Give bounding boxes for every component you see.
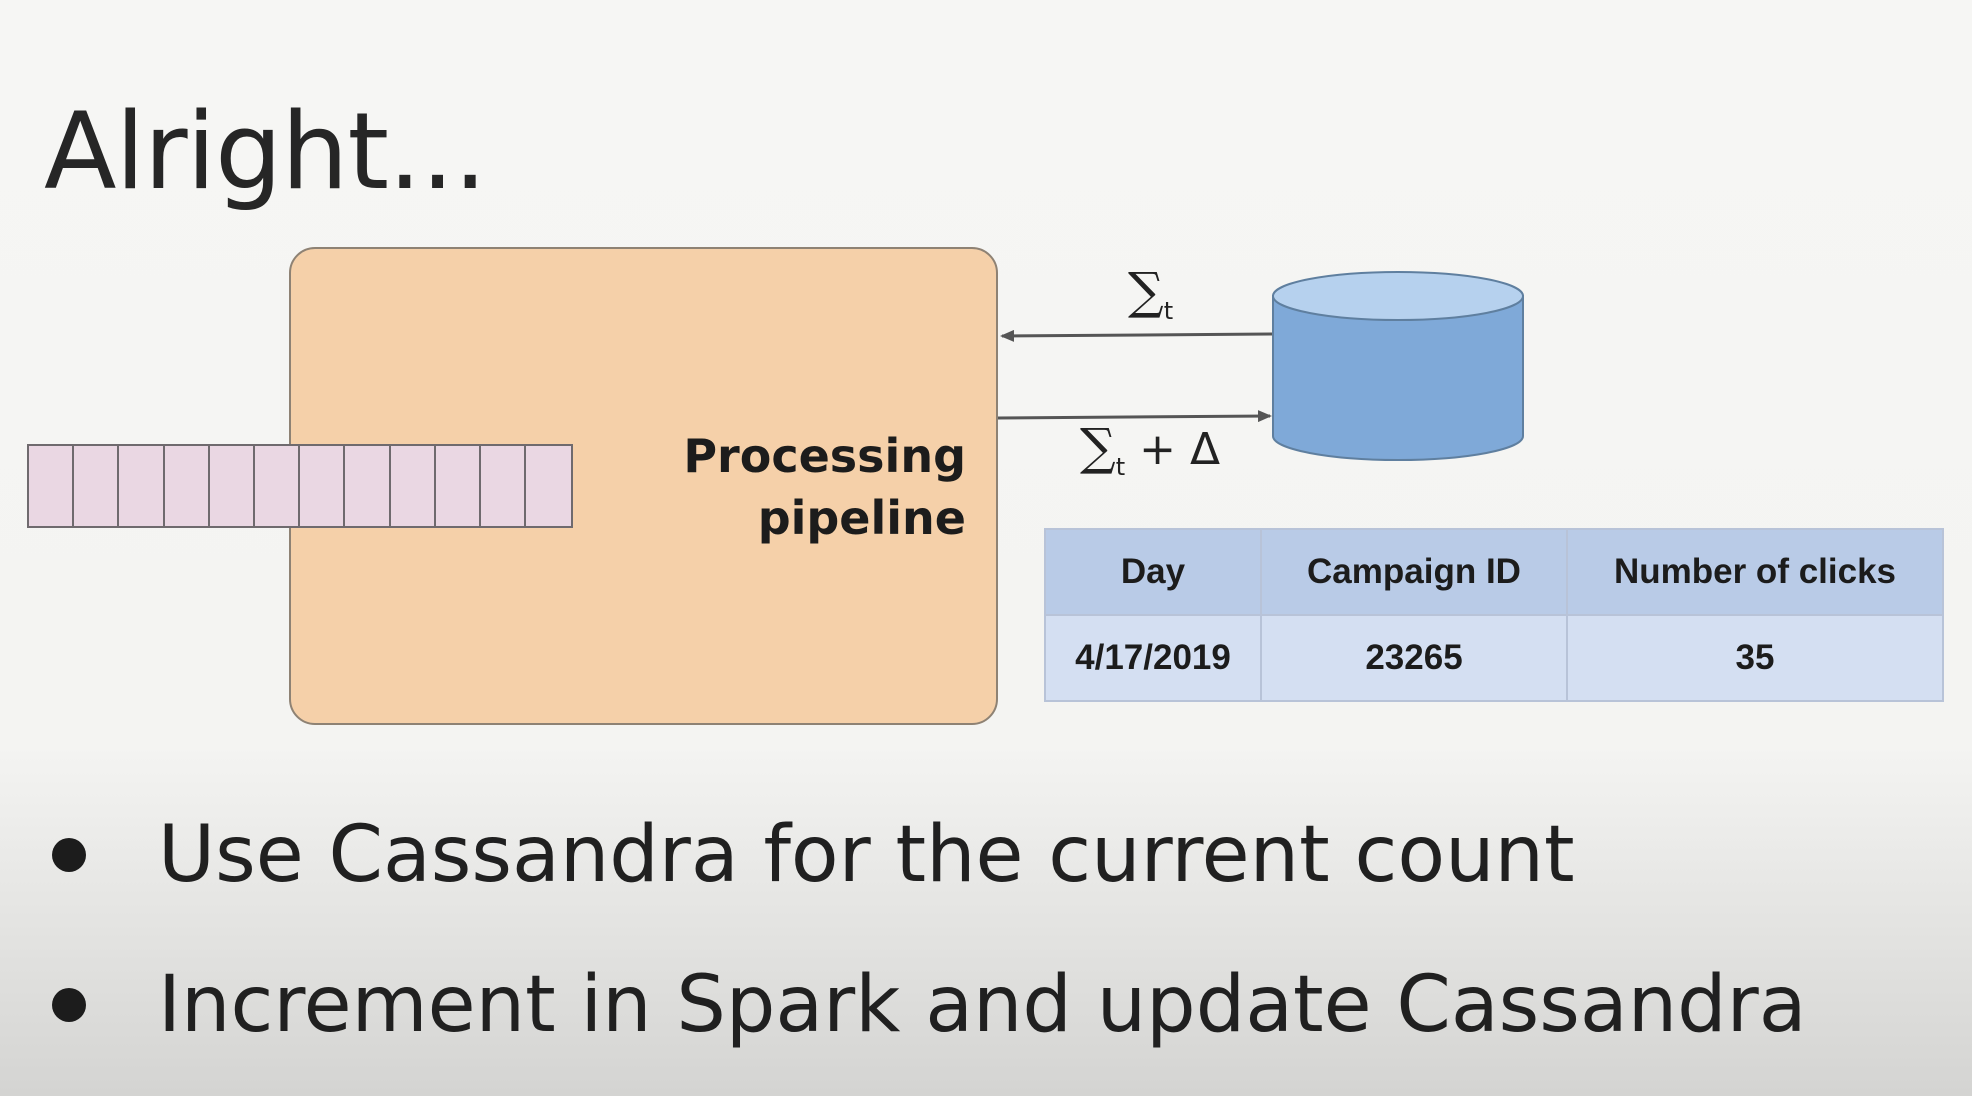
database-icon <box>1272 271 1524 461</box>
queue-cell <box>435 446 481 526</box>
sum-write-subscript: t <box>1115 453 1126 481</box>
read-arrow <box>1000 329 1273 342</box>
bullet-text: Increment in Spark and update Cassandra <box>158 960 1807 1050</box>
bullet-dot-icon <box>52 838 86 872</box>
queue-cell <box>390 446 436 526</box>
queue-cell <box>209 446 255 526</box>
queue-cell <box>526 446 572 526</box>
bullet-text: Use Cassandra for the current count <box>158 810 1575 900</box>
queue-cell <box>119 446 165 526</box>
queue-cell <box>345 446 391 526</box>
queue-cell <box>29 446 75 526</box>
sum-read-subscript: t <box>1163 297 1174 325</box>
table-header: Number of clicks <box>1566 528 1944 616</box>
sum-read-label: ∑t <box>1128 262 1173 325</box>
table-header: Campaign ID <box>1260 528 1568 616</box>
queue-cell <box>300 446 346 526</box>
table-header: Day <box>1044 528 1262 616</box>
table-cell-campaign-id: 23265 <box>1260 614 1568 702</box>
write-arrow <box>997 410 1272 423</box>
table-cell-clicks: 35 <box>1566 614 1944 702</box>
table-row: 4/17/2019 23265 35 <box>1044 614 1944 702</box>
slide-title: Alright... <box>44 90 487 213</box>
bullet-item: Increment in Spark and update Cassandra <box>44 930 1807 1080</box>
queue-cell <box>254 446 301 526</box>
pipeline-label: Processing pipeline <box>683 425 966 549</box>
sum-read-symbol: ∑ <box>1128 262 1164 320</box>
sum-write-symbol: ∑ <box>1080 418 1116 476</box>
message-queue <box>27 444 574 528</box>
queue-cell <box>480 446 527 526</box>
table-cell-day: 4/17/2019 <box>1044 614 1262 702</box>
bullet-list: Use Cassandra for the current count Incr… <box>44 780 1807 1080</box>
pipeline-label-line2: pipeline <box>757 491 966 545</box>
pipeline-label-line1: Processing <box>683 429 966 483</box>
table-header-row: Day Campaign ID Number of clicks <box>1044 528 1944 616</box>
queue-cell <box>74 446 120 526</box>
sum-write-delta: + Δ <box>1125 424 1221 475</box>
processing-pipeline-box: Processing pipeline <box>289 247 998 725</box>
queue-cell <box>164 446 210 526</box>
click-count-table: Day Campaign ID Number of clicks 4/17/20… <box>1044 528 1944 702</box>
sum-write-label: ∑t + Δ <box>1080 418 1220 481</box>
bullet-item: Use Cassandra for the current count <box>44 780 1807 930</box>
bullet-dot-icon <box>52 988 86 1022</box>
